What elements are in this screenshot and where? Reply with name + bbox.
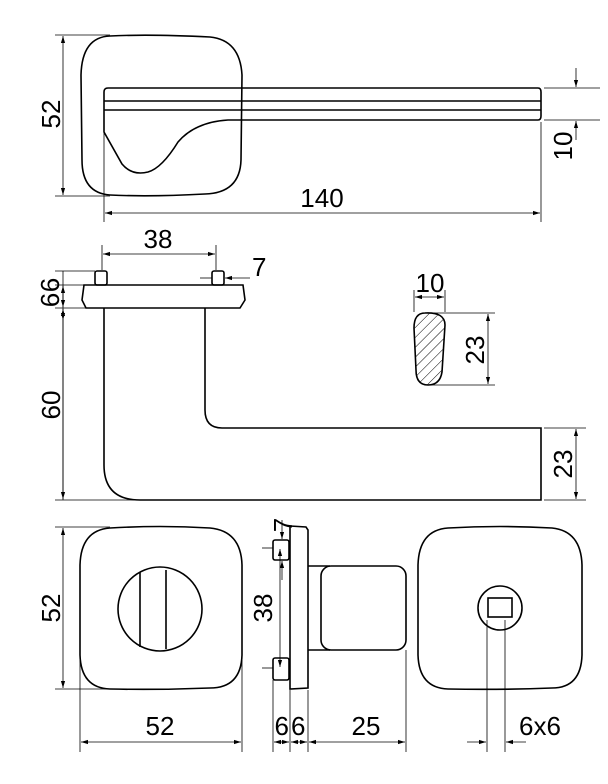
turn-knob-circle (117, 566, 203, 652)
dim-height-label: 60 (36, 391, 66, 420)
rose-pin (211, 270, 225, 286)
dim-height-label: 52 (36, 100, 66, 129)
dim-knob-length-label: 25 (352, 711, 381, 741)
lever-side (103, 308, 542, 501)
dim-pin-height-label: 6 (275, 711, 289, 741)
side-view: 38 7 6 6 60 23 (35, 224, 586, 501)
rose-outline (79, 525, 243, 691)
dim-pin-spacing-label: 38 (248, 594, 278, 623)
release-circle (477, 585, 523, 631)
dim-length-label: 140 (300, 183, 343, 213)
dim-lever-height-label: 23 (548, 450, 578, 479)
dim-spindle-label: 6x6 (519, 711, 561, 741)
dim-plate-thickness-label: 6 (291, 711, 305, 741)
dim-section-width-label: 10 (416, 268, 445, 298)
dim-pin-size-label: 7 (268, 518, 298, 532)
turn-rose-front: 52 52 (36, 525, 243, 752)
rose-outline (80, 34, 243, 197)
rose-pin (272, 657, 290, 681)
section-hatched (413, 312, 446, 386)
rose-outline (417, 525, 583, 691)
dim-pin-height-label: 6 (35, 278, 65, 292)
rose-pin (94, 270, 108, 286)
dim-pin-size-label: 7 (252, 252, 266, 282)
spindle-square (487, 597, 513, 618)
dim-pin-spacing-label: 38 (144, 224, 173, 254)
dim-section-height-label: 23 (460, 336, 490, 365)
dim-width-label: 52 (146, 711, 175, 741)
turn-side-view: 7 38 6 6 25 (248, 518, 407, 752)
lever-cross-section: 10 23 (413, 268, 495, 386)
top-view: 52 140 10 (36, 34, 600, 222)
rose-plate (81, 284, 246, 309)
dim-thickness-label: 10 (548, 132, 578, 161)
release-rose-front: 6x6 (417, 525, 583, 752)
rose-plate (289, 525, 309, 690)
turn-knob (320, 565, 407, 651)
dim-height-label: 52 (36, 594, 66, 623)
dim-plate-thickness-label: 6 (35, 293, 65, 307)
rose-pin (272, 539, 290, 561)
